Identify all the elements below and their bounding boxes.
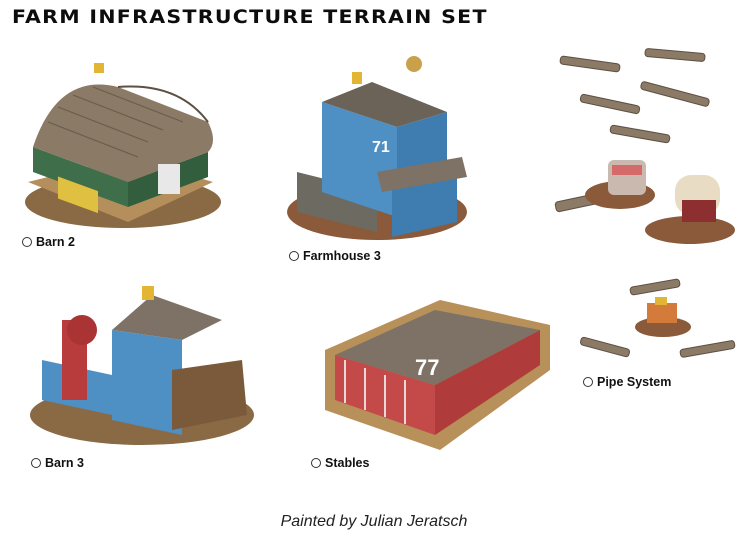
radio-barn-3[interactable] [31, 458, 41, 468]
radio-stables[interactable] [311, 458, 321, 468]
radio-barn-2[interactable] [22, 237, 32, 247]
barn-3-image [22, 280, 258, 452]
option-farmhouse-3[interactable]: Farmhouse 3 [289, 249, 381, 263]
page-title: FARM INFRASTRUCTURE TERRAIN SET [12, 6, 488, 28]
stables-image: 77 [320, 290, 555, 452]
painter-credit: Painted by Julian Jeratsch [280, 513, 468, 530]
farmhouse-3-image: 71 [282, 52, 472, 244]
pipe-system-bottom-image [575, 275, 745, 370]
pipe-system-top-image [550, 45, 745, 255]
barn-2-image [18, 62, 223, 234]
option-stables[interactable]: Stables [311, 456, 369, 470]
option-pipe-system[interactable]: Pipe System [583, 375, 671, 389]
radio-pipe-system[interactable] [583, 377, 593, 387]
stables-number: 77 [415, 355, 439, 380]
farmhouse-number: 71 [372, 139, 390, 156]
option-barn-2[interactable]: Barn 2 [22, 235, 75, 249]
option-barn-3[interactable]: Barn 3 [31, 456, 84, 470]
radio-farmhouse-3[interactable] [289, 251, 299, 261]
